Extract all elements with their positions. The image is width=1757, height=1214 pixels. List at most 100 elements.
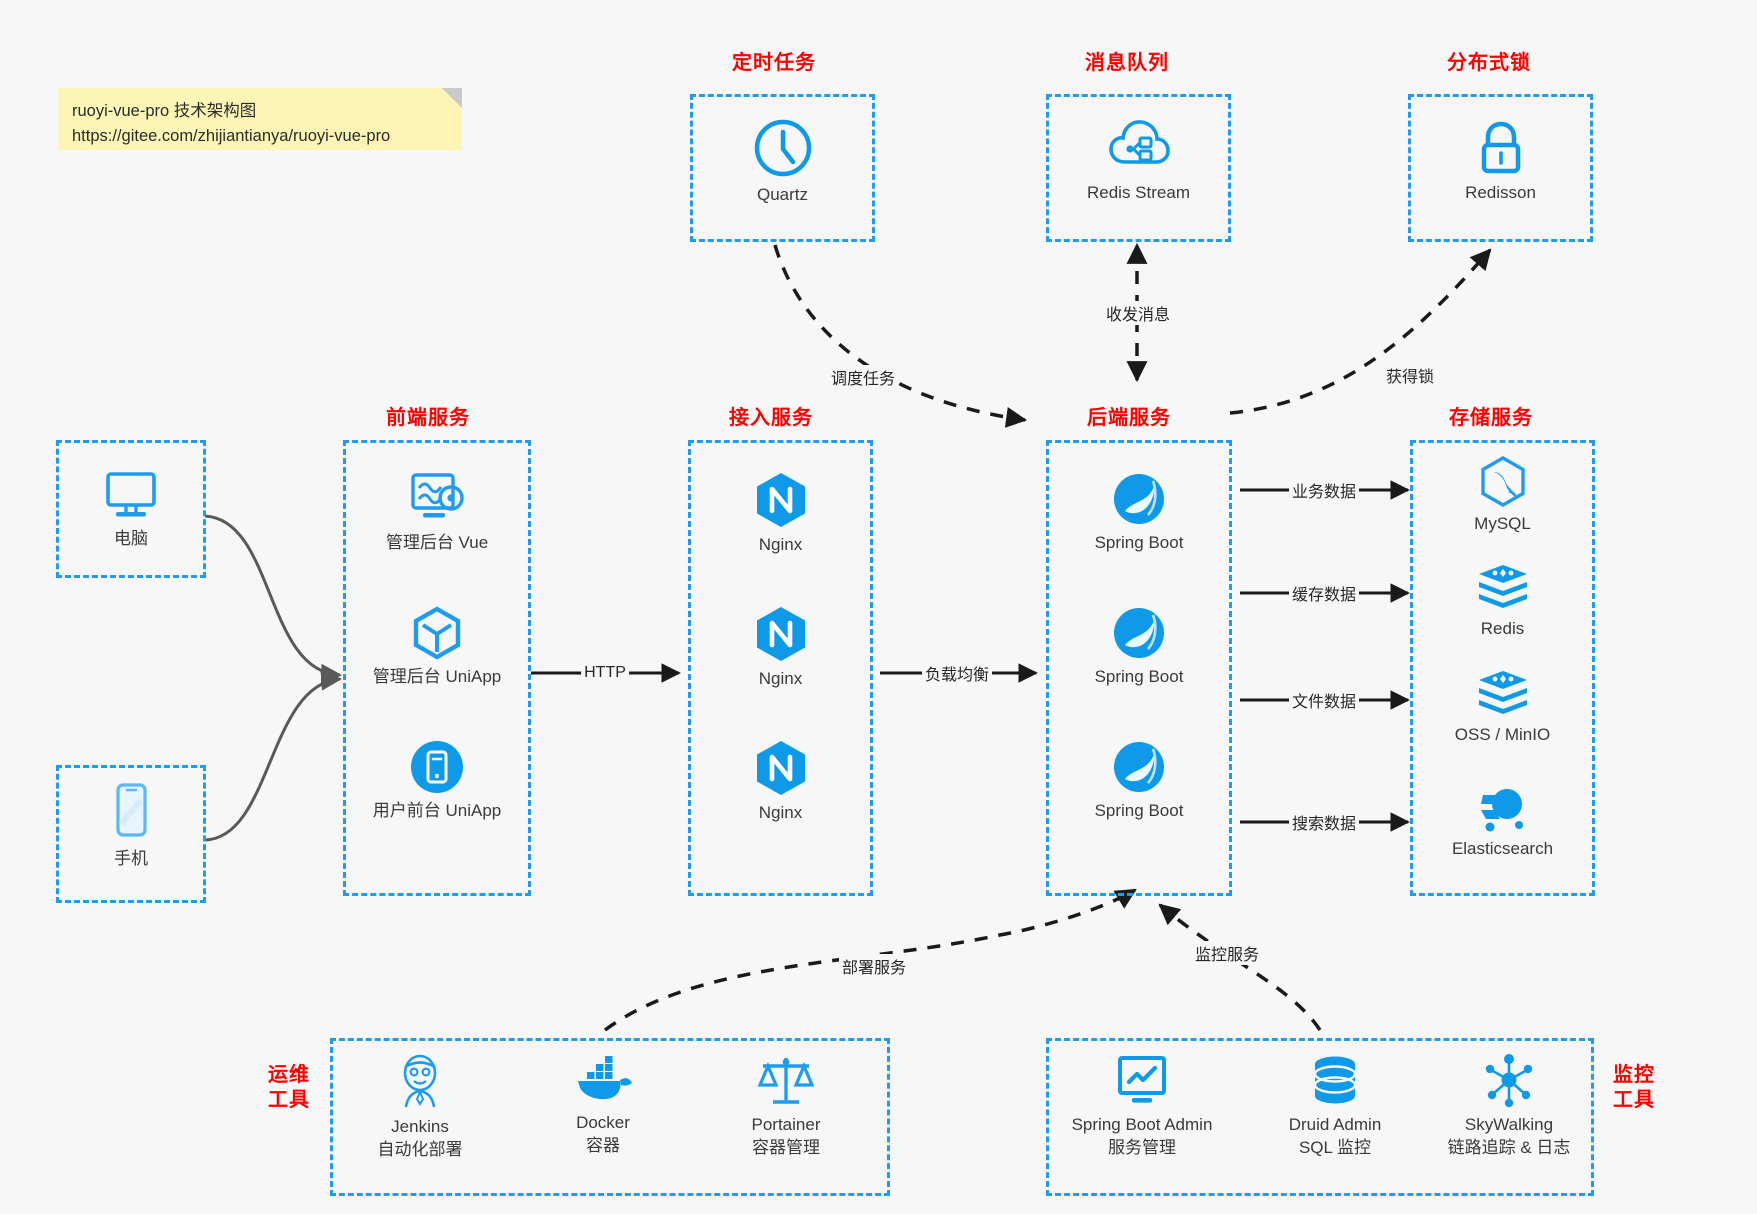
oss-icon: [1478, 671, 1527, 714]
node-elasticsearch[interactable]: Elasticsearch: [1410, 782, 1595, 861]
node-portainer[interactable]: Portainer 容器管理: [706, 1052, 866, 1160]
node-label: Portainer: [751, 1115, 821, 1134]
node-label: Spring Boot: [1094, 667, 1184, 686]
group-title-mq: 消息队列: [1085, 52, 1169, 74]
node-jenkins[interactable]: Jenkins 自动化部署: [340, 1052, 500, 1162]
docker-icon: [578, 1056, 632, 1100]
spring-boot-admin-icon: [1118, 1056, 1166, 1103]
node-computer[interactable]: 电脑: [56, 468, 206, 551]
group-title-devops: 运维 工具: [268, 1064, 310, 1111]
node-label: 管理后台 UniApp: [372, 667, 502, 686]
portainer-icon: [757, 1058, 815, 1104]
node-docker[interactable]: Docker 容器: [523, 1052, 683, 1158]
group-title-gateway: 接入服务: [729, 407, 813, 429]
monitor-icon: [106, 472, 156, 517]
node-label: Redisson: [1465, 183, 1536, 202]
node-label: Spring Boot: [1094, 801, 1184, 820]
node-spring-boot-2[interactable]: Spring Boot: [1046, 604, 1232, 689]
node-oss-minio[interactable]: OSS / MinIO: [1410, 668, 1595, 747]
nginx-icon: [756, 607, 805, 661]
redis-icon: [1478, 565, 1527, 608]
group-box-scheduler: [690, 94, 875, 242]
node-mobile[interactable]: 手机: [56, 780, 206, 871]
node-label: 用户前台 UniApp: [372, 801, 502, 820]
group-box-lock: [1408, 94, 1593, 242]
group-box-gateway: [688, 440, 873, 896]
node-redis-stream[interactable]: Redis Stream: [1046, 116, 1231, 205]
node-nginx-2[interactable]: Nginx: [688, 604, 873, 691]
node-redis[interactable]: Redis: [1410, 562, 1595, 641]
group-box-client-mobile: [56, 765, 206, 903]
lock-icon: [1481, 121, 1520, 174]
node-nginx-3[interactable]: Nginx: [688, 738, 873, 825]
node-admin-uniapp[interactable]: 管理后台 UniApp: [343, 604, 531, 689]
node-mysql[interactable]: MySQL: [1410, 455, 1595, 536]
node-spring-boot-admin[interactable]: Spring Boot Admin 服务管理: [1052, 1052, 1232, 1160]
edge-label-acquire-lock: 获得锁: [1382, 363, 1438, 387]
group-title-monitor: 监控 工具: [1613, 1064, 1655, 1111]
node-label: 管理后台 Vue: [385, 533, 489, 552]
group-box-storage: [1410, 440, 1595, 896]
group-title-backend: 后端服务: [1087, 407, 1171, 429]
edge-label-file-data: 文件数据: [1288, 688, 1360, 712]
clock-icon: [754, 119, 811, 177]
skywalking-icon: [1485, 1054, 1533, 1108]
node-label: Docker: [576, 1113, 630, 1132]
group-title-lock: 分布式锁: [1447, 52, 1531, 74]
node-label: Druid Admin: [1288, 1115, 1382, 1134]
group-box-backend: [1046, 440, 1232, 896]
group-box-frontend: [343, 440, 531, 896]
jenkins-icon: [403, 1054, 437, 1108]
node-spring-boot-3[interactable]: Spring Boot: [1046, 738, 1232, 823]
node-redisson[interactable]: Redisson: [1408, 116, 1593, 205]
node-label: Spring Boot: [1094, 533, 1184, 552]
node-label: Spring Boot Admin: [1071, 1115, 1213, 1134]
edge-label-http: HTTP: [581, 664, 629, 682]
spring-boot-icon: [1114, 474, 1164, 524]
group-title-frontend: 前端服务: [386, 407, 470, 429]
node-druid-admin[interactable]: Druid Admin SQL 监控: [1255, 1052, 1415, 1160]
node-label: 电脑: [114, 529, 148, 548]
node-sublabel: 链路追踪 & 日志: [1447, 1137, 1571, 1157]
node-user-uniapp[interactable]: 用户前台 UniApp: [343, 738, 531, 823]
node-sublabel: 容器: [586, 1135, 620, 1155]
group-box-monitor: [1046, 1038, 1594, 1196]
edge-label-load-balance: 负载均衡: [921, 661, 993, 685]
sticky-note: ruoyi-vue-pro 技术架构图 https://gitee.com/zh…: [58, 88, 462, 150]
note-title: ruoyi-vue-pro 技术架构图: [72, 102, 257, 120]
mysql-icon: [1480, 456, 1525, 507]
node-label: 手机: [114, 849, 148, 868]
uniapp-cube-icon: [413, 606, 461, 660]
node-label: Elasticsearch: [1451, 839, 1554, 858]
druid-db-icon: [1313, 1056, 1357, 1104]
phone-icon: [116, 783, 147, 837]
group-title-scheduler: 定时任务: [732, 52, 816, 74]
node-spring-boot-1[interactable]: Spring Boot: [1046, 470, 1232, 555]
group-box-client-pc: [56, 440, 206, 578]
node-quartz[interactable]: Quartz: [690, 116, 875, 207]
spring-boot-icon: [1114, 742, 1164, 792]
nginx-icon: [756, 473, 805, 527]
node-label: Quartz: [756, 185, 809, 204]
spring-boot-icon: [1114, 608, 1164, 658]
edge-label-send-receive-msg: 收发消息: [1102, 301, 1174, 325]
node-label: Redis Stream: [1087, 183, 1190, 202]
group-box-devops: [330, 1038, 890, 1196]
node-label: OSS / MinIO: [1454, 725, 1551, 744]
node-sublabel: SQL 监控: [1298, 1137, 1372, 1157]
nginx-icon: [756, 741, 805, 795]
edge-label-business-data: 业务数据: [1288, 478, 1360, 502]
note-url: https://gitee.com/zhijiantianya/ruoyi-vu…: [72, 127, 391, 146]
node-admin-vue[interactable]: 管理后台 Vue: [343, 470, 531, 555]
node-label: SkyWalking: [1464, 1115, 1554, 1134]
node-sublabel: 服务管理: [1108, 1137, 1176, 1157]
edge-label-cache-data: 缓存数据: [1288, 581, 1360, 605]
node-label: Nginx: [758, 803, 803, 822]
node-skywalking[interactable]: SkyWalking 链路追踪 & 日志: [1424, 1052, 1594, 1160]
node-label: Redis: [1480, 619, 1525, 638]
note-fold-corner: [442, 88, 462, 108]
node-nginx-1[interactable]: Nginx: [688, 470, 873, 557]
edge-label-monitor-service: 监控服务: [1191, 941, 1263, 965]
cloud-stream-icon: [1108, 120, 1170, 164]
